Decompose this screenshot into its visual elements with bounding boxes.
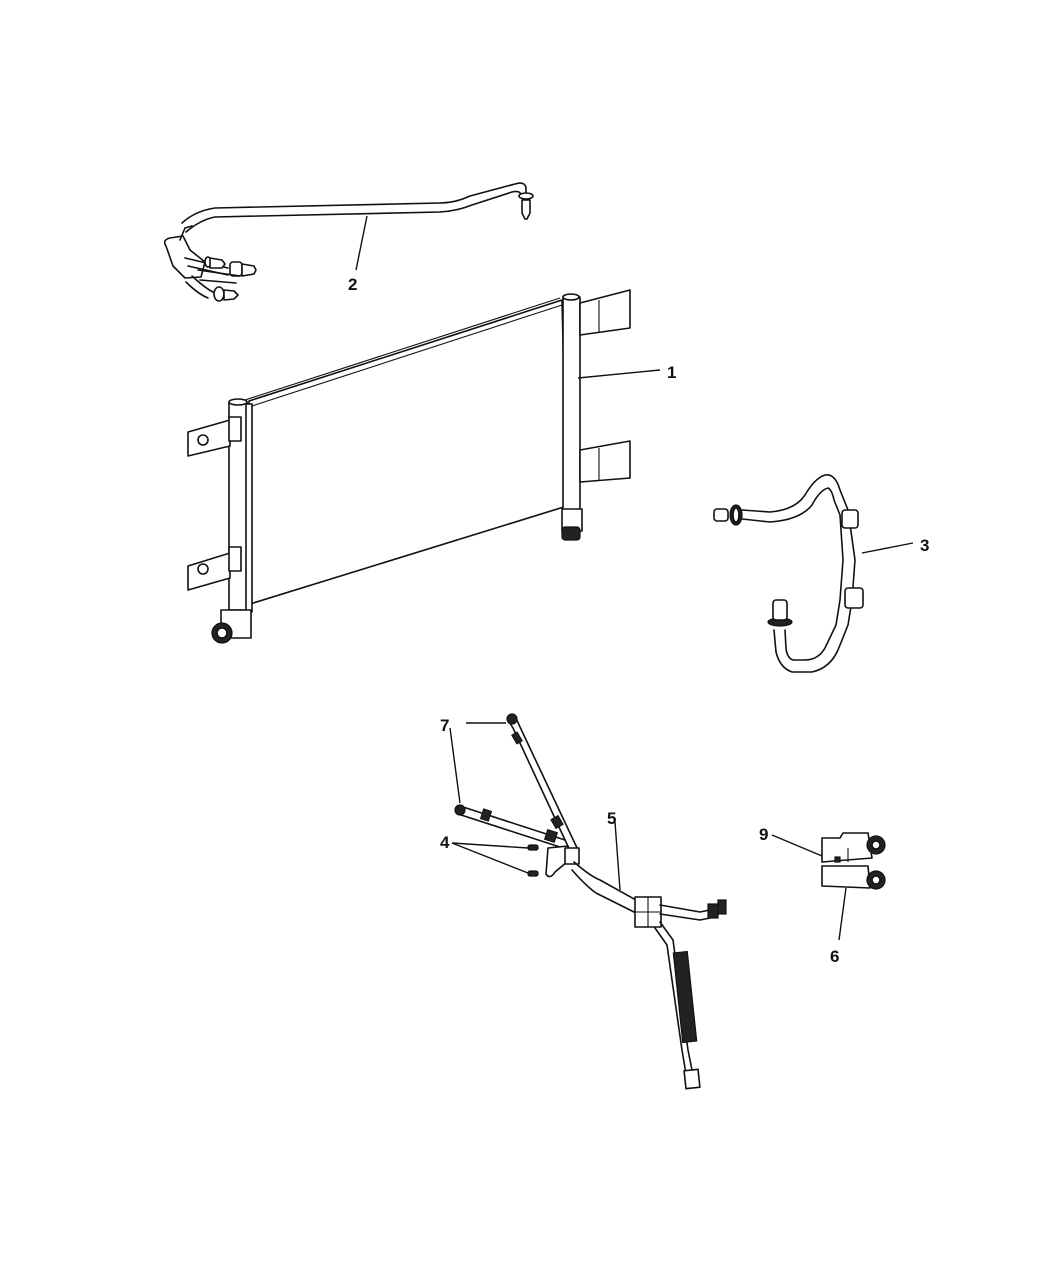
callout-5: 5: [607, 809, 617, 828]
part-3-hose[interactable]: [713, 473, 864, 673]
callout-4: 4: [440, 833, 450, 852]
callout-1: 1: [667, 363, 677, 382]
callout-9: 9: [759, 825, 769, 844]
part-1-condenser[interactable]: [187, 289, 631, 644]
leader-lines: [355, 215, 914, 941]
part-9-6-clamps[interactable]: [821, 832, 886, 890]
callout-2: 2: [348, 275, 358, 294]
callout-3: 3: [920, 536, 930, 555]
part-2-tube[interactable]: [163, 182, 534, 302]
callout-7: 7: [440, 716, 450, 735]
callout-6: 6: [830, 947, 840, 966]
part-5-line-assembly[interactable]: [454, 713, 727, 1090]
